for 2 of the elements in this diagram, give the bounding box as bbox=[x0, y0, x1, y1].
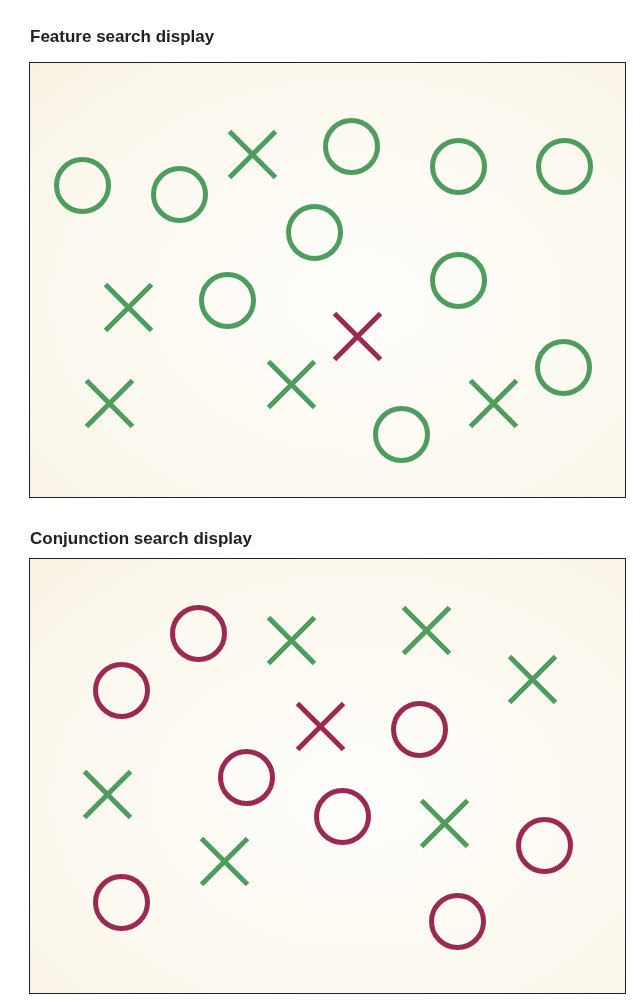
panel-title: Conjunction search display bbox=[30, 528, 252, 550]
panel-title: Feature search display bbox=[30, 26, 215, 48]
